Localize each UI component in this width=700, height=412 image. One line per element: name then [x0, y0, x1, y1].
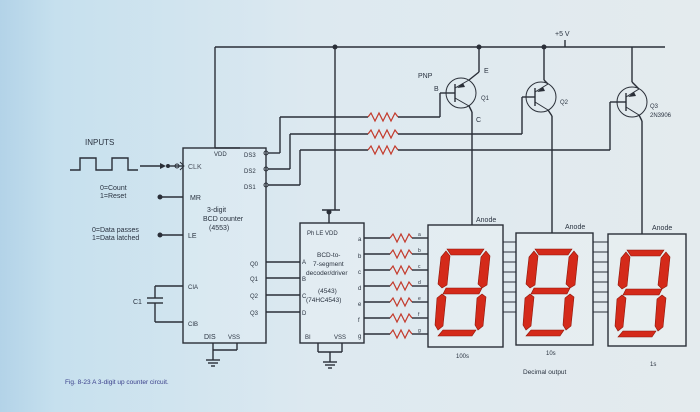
- segment-bus: [503, 241, 608, 313]
- decoder-out-a: a: [358, 237, 362, 243]
- reset-line-2: 1=Reset: [100, 193, 126, 200]
- base-resistors: [268, 93, 611, 186]
- transistor-label-q2: Q2: [560, 100, 569, 106]
- decoder-chip: Ph LE VDD BCD-to- 7-segment decoder/driv…: [299, 209, 365, 369]
- figure-caption: Fig. 8-23 A 3-digit up counter circuit.: [65, 379, 169, 386]
- bcd-counter-chip: VDD DS3 DS2 DS1 MR 3-digit BCD counter (…: [182, 147, 269, 367]
- decoder-title-3: decoder/driver: [306, 270, 348, 277]
- decoder-out-d: d: [358, 286, 361, 292]
- counter-title-3: (4553): [209, 225, 229, 232]
- collector-label: C: [476, 117, 481, 124]
- counter-ds3: DS3: [244, 153, 256, 159]
- digit-label-100s: 100s: [456, 354, 469, 360]
- res-label-f: f: [418, 312, 420, 318]
- decoder-title-2: 7-segment: [313, 261, 344, 268]
- counter-q3: Q3: [250, 311, 259, 317]
- res-label-d: d: [418, 280, 421, 286]
- transistor-q3: Q3 2N3906: [610, 81, 672, 234]
- decoder-out-c: c: [358, 270, 361, 276]
- seven-segment-digit-100s: [434, 248, 491, 337]
- part-number: 2N3906: [650, 113, 672, 119]
- counter-vdd: VDD: [214, 152, 227, 158]
- counter-ds2: DS2: [244, 169, 256, 175]
- digit-label-10s: 10s: [546, 351, 556, 357]
- res-label-e: e: [418, 296, 421, 302]
- decoder-in-b: B: [302, 277, 306, 283]
- counter-ds1: DS1: [244, 185, 256, 191]
- digit-label-1s: 1s: [650, 362, 656, 368]
- segment-resistors: a b c d e f g: [364, 232, 428, 340]
- display-1s: Anode 1s: [607, 225, 687, 368]
- transistor-q1: PNP E B C Q1: [418, 68, 490, 225]
- decoder-vss: VSS: [334, 335, 346, 341]
- transistor-label-q3: Q3: [650, 104, 659, 110]
- decoder-out-g: g: [358, 334, 361, 340]
- inputs-label: INPUTS: [85, 138, 114, 147]
- display-100s: Anode 100s: [427, 217, 504, 360]
- clock-waveform: [70, 157, 138, 171]
- res-label-g: g: [418, 328, 421, 334]
- pnp-label: PNP: [418, 73, 433, 80]
- decoder-out-b: b: [358, 254, 362, 260]
- counter-vss: VSS: [228, 335, 240, 341]
- anode-label-3: Anode: [652, 225, 672, 232]
- c1-label: C1: [133, 299, 142, 306]
- supply-rail: +5 V: [214, 31, 665, 210]
- display-10s: Anode 10s: [515, 224, 594, 357]
- transistor-label-q1: Q1: [481, 96, 490, 102]
- seven-segment-digit-10s: [522, 248, 579, 337]
- decoder-in-a: A: [302, 260, 306, 266]
- reset-line-1: 0=Count: [100, 185, 127, 192]
- clk-label: CLK: [188, 164, 202, 171]
- transistor-q2: Q2: [522, 79, 569, 233]
- counter-cia: CIA: [188, 285, 198, 291]
- latch-line-2: 1=Data latched: [92, 235, 139, 242]
- seven-segment-digit-1s: [614, 249, 671, 338]
- counter-cib: CIB: [188, 322, 198, 328]
- decoder-part-1: (4543): [318, 288, 337, 295]
- decimal-output-label: Decimal output: [523, 369, 567, 376]
- counter-title-1: 3-digit: [207, 207, 226, 214]
- capacitor-c1: C1: [133, 285, 183, 323]
- counter-mr: MR: [190, 195, 201, 202]
- base-label: B: [434, 86, 439, 93]
- decoder-out-e: e: [358, 302, 362, 308]
- decoder-title-1: BCD-to-: [317, 252, 340, 259]
- counter-q1: Q1: [250, 277, 259, 283]
- res-label-a: a: [418, 232, 421, 238]
- decoder-in-d: D: [302, 311, 307, 317]
- decoder-in-c: C: [302, 294, 307, 300]
- bcd-bus: [266, 261, 300, 313]
- inputs-section: INPUTS CLK 0=Count 1=Reset 0=Data passes…: [70, 138, 202, 242]
- counter-q0: Q0: [250, 262, 259, 268]
- supply-label: +5 V: [555, 31, 570, 38]
- emitter-label: E: [484, 68, 489, 75]
- counter-title-2: BCD counter: [203, 216, 244, 223]
- decoder-header: Ph LE VDD: [307, 231, 338, 237]
- decoder-part-2: (74HC4543): [306, 297, 341, 304]
- latch-line-1: 0=Data passes: [92, 227, 139, 234]
- counter-dis: DIS: [204, 334, 216, 341]
- res-label-c: c: [418, 264, 421, 270]
- counter-le: LE: [188, 233, 197, 240]
- anode-label-1: Anode: [476, 217, 496, 224]
- res-label-b: b: [418, 248, 421, 254]
- anode-label-2: Anode: [565, 224, 585, 231]
- counter-q2: Q2: [250, 294, 259, 300]
- decoder-out-f: f: [358, 318, 360, 324]
- decoder-bi: BI: [305, 335, 311, 341]
